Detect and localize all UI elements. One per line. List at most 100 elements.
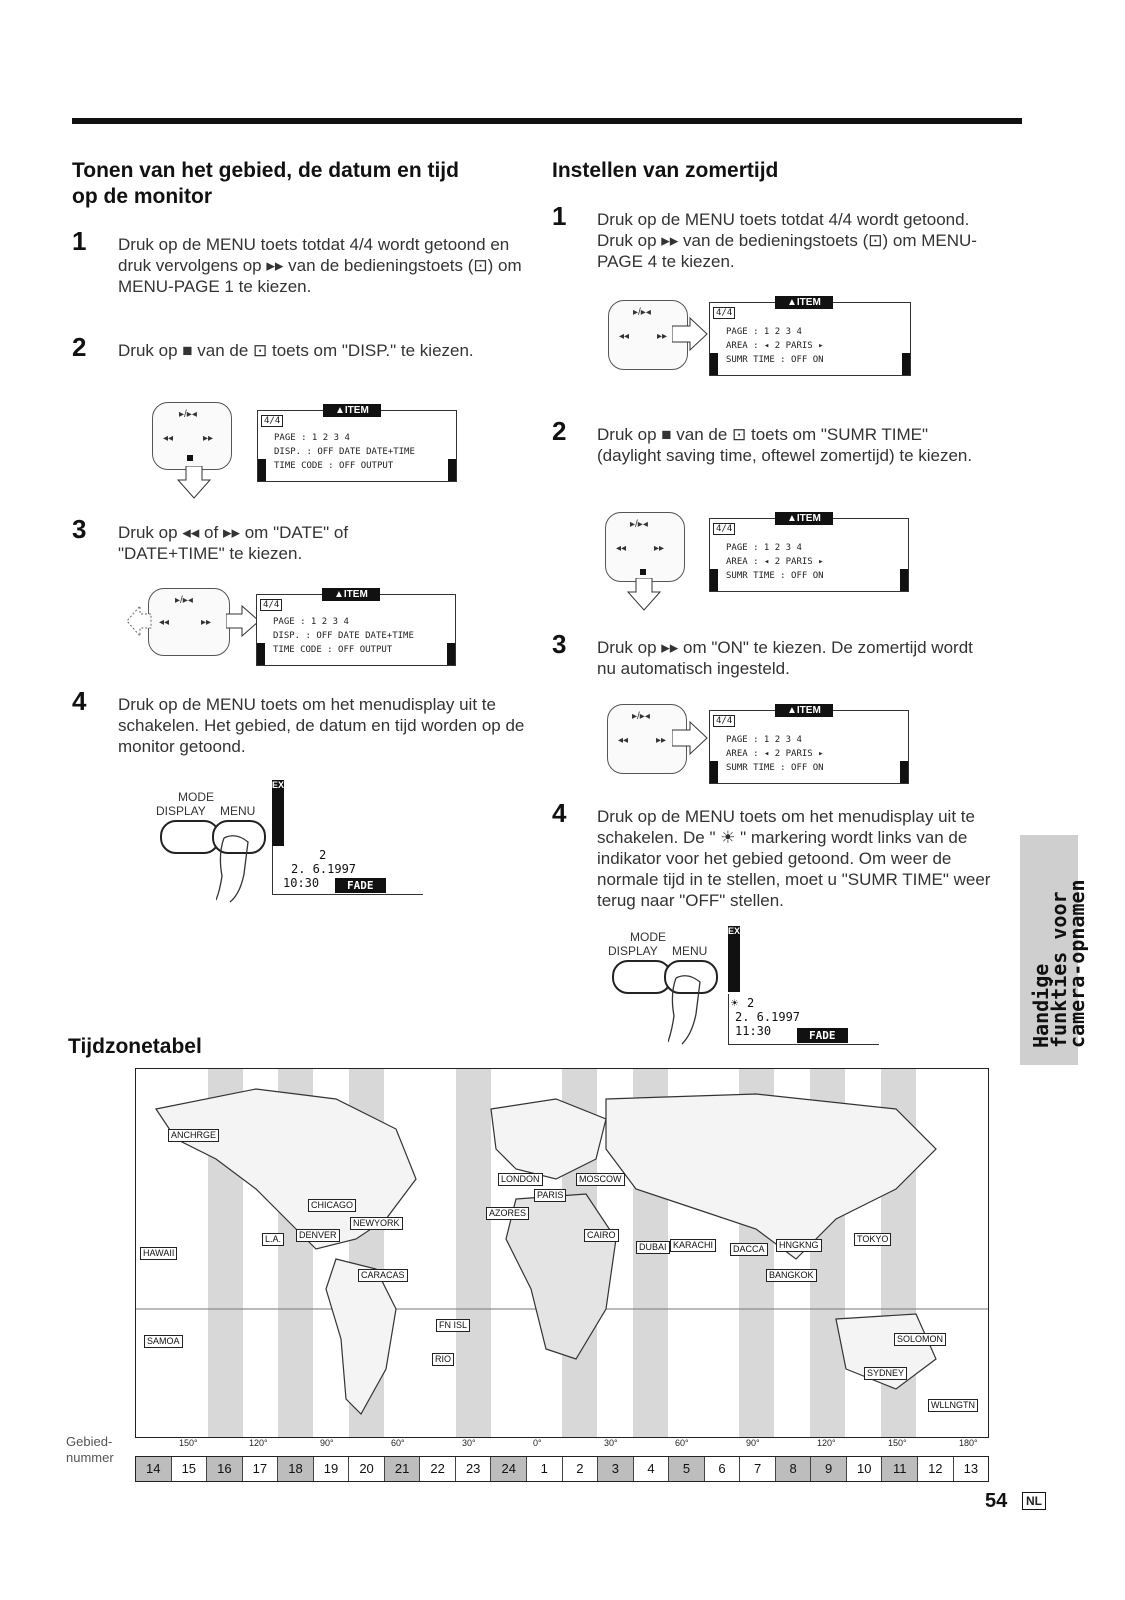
display-button[interactable] (612, 960, 672, 994)
city-label: CARACAS (358, 1269, 408, 1282)
osd-left-marker (710, 761, 718, 783)
city-label: SOLOMON (894, 1333, 947, 1346)
degree-label: 150° (179, 1438, 198, 1448)
menu-page-badge: 4/4 (713, 523, 736, 535)
zone-cell: 2 (563, 1457, 599, 1481)
osd-timecode-row: TIME CODE : OFF OUTPUT (273, 645, 393, 655)
zone-cell: 1 (527, 1457, 563, 1481)
degree-label: 30° (604, 1438, 618, 1448)
left-step-4-number: 4 (72, 686, 87, 716)
osd-menu-step2: ▲ITEM 4/4 PAGE : 1 2 3 4 DISP. : OFF DAT… (257, 404, 457, 482)
osd-area-row: AREA : ◂ 2 PARIS ▸ (726, 557, 824, 567)
area-number: 2 (747, 996, 755, 1010)
zone-cell: 6 (705, 1457, 741, 1481)
osd-menu-r2: ▲ITEM 4/4 PAGE : 1 2 3 4 AREA : ◂ 2 PARI… (709, 512, 909, 592)
right-step-1-number: 1 (552, 201, 567, 231)
left-step-1-number: 1 (72, 226, 87, 256)
osd-left-marker (258, 459, 266, 481)
city-label: PARIS (534, 1189, 567, 1202)
zone-cell: 8 (775, 1457, 812, 1481)
timezone-title: Tijdzonetabel (68, 1035, 202, 1058)
zone-cell: 16 (207, 1457, 243, 1481)
sidebar-tab (1020, 835, 1078, 1065)
area-label-line1: Gebied- (66, 1434, 113, 1449)
city-label: RIO (432, 1353, 455, 1366)
zone-cell: 9 (811, 1457, 847, 1481)
display-button[interactable] (160, 820, 220, 854)
down-arrow-icon (626, 578, 662, 611)
fastforward-icon: ▸▸ (201, 617, 212, 628)
city-label: HAWAII (140, 1247, 178, 1260)
osd-item-header: ▲ITEM (775, 296, 833, 309)
zone-cell: 21 (384, 1457, 421, 1481)
zone-cell: 7 (740, 1457, 776, 1481)
display-label: DISPLAY (608, 944, 658, 958)
zone-cell: 12 (918, 1457, 954, 1481)
rewind-icon: ◂◂ (618, 735, 629, 746)
osd-left-marker (710, 353, 718, 375)
right-step-4-text: Druk op de MENU toets om het menudisplay… (597, 807, 991, 910)
zone-cell: 11 (882, 1457, 919, 1481)
menu-page-badge: 4/4 (260, 599, 283, 611)
mode-label: MODE (630, 930, 666, 944)
zone-cell: 17 (243, 1457, 279, 1481)
zone-cell: 22 (420, 1457, 456, 1481)
rewind-icon: ◂◂ (163, 433, 174, 444)
left-title-line1: Tonen van het gebied, de datum en tijd (72, 159, 459, 182)
right-step-2-text: Druk op ■ van de ⊡ toets om "SUMR TIME" … (597, 425, 973, 465)
area-number-label: Gebied- nummer (66, 1434, 114, 1466)
osd-disp-row: DISP. : OFF DATE DATE+TIME (274, 447, 415, 457)
down-arrow-icon (176, 466, 212, 499)
osd-sumr-row: SUMR TIME : OFF ON (726, 571, 824, 581)
city-label: FN ISL (436, 1319, 471, 1332)
osd-page-row: PAGE : 1 2 3 4 (726, 327, 802, 337)
degree-label: 60° (675, 1438, 689, 1448)
degree-label: 60° (391, 1438, 405, 1448)
osd-timecode-row: TIME CODE : OFF OUTPUT (274, 461, 394, 471)
degree-label: 180° (959, 1438, 978, 1448)
date-display: 2. 6.1997 (291, 862, 357, 876)
stop-icon (640, 569, 646, 575)
control-pad-step3: ▸/▸◂ ◂◂ ▸▸ (148, 588, 230, 656)
city-label: TOKYO (854, 1233, 892, 1246)
map-graphic (136, 1069, 988, 1437)
play-pause-icon: ▸/▸◂ (632, 711, 650, 722)
city-label: ANCHRGE (168, 1129, 220, 1142)
osd-menu-step3: ▲ITEM 4/4 PAGE : 1 2 3 4 DISP. : OFF DAT… (256, 588, 456, 666)
left-title-line2: op de monitor (72, 185, 212, 208)
degree-scale: 150° 120° 90° 60° 30° 0° 30° 60° 90° 120… (135, 1434, 987, 1454)
fastforward-icon: ▸▸ (654, 543, 665, 554)
zone-cell: 10 (847, 1457, 883, 1481)
city-label: LONDON (498, 1173, 543, 1186)
degree-label: 120° (817, 1438, 836, 1448)
city-label: L.A. (262, 1233, 285, 1246)
world-map: ANCHRGE LONDON MOSCOW PARIS AZORES CHICA… (135, 1068, 989, 1438)
osd-right-marker (900, 569, 908, 591)
zone-cell: 24 (491, 1457, 528, 1481)
sidebar-line1: Handige funkties voor (1029, 891, 1071, 1048)
osd-page-row: PAGE : 1 2 3 4 (726, 543, 802, 553)
sun-icon: ☀ (731, 996, 739, 1010)
right-step-3-text: Druk op ▸▸ om "ON" te kiezen. De zomerti… (597, 638, 973, 678)
menu-page-badge: 4/4 (261, 415, 284, 427)
menu-page-badge: 4/4 (713, 715, 736, 727)
left-step-3-number: 3 (72, 514, 87, 544)
zone-cell: 20 (349, 1457, 385, 1481)
camera-display-right: MODE DISPLAY MENU EXTEND ☀ 2 2. 6.1997 1… (608, 926, 898, 1048)
osd-item-header: ▲ITEM (775, 512, 833, 525)
city-label: KARACHI (670, 1239, 717, 1252)
mode-label: MODE (178, 790, 214, 804)
right-arrow-icon (672, 720, 708, 756)
rewind-icon: ◂◂ (159, 617, 170, 628)
zone-cell: 14 (136, 1457, 172, 1481)
zone-cell: 23 (456, 1457, 492, 1481)
degree-label: 150° (888, 1438, 907, 1448)
fastforward-icon: ▸▸ (657, 331, 668, 342)
degree-label: 30° (462, 1438, 476, 1448)
fastforward-icon: ▸▸ (656, 735, 667, 746)
rewind-icon: ◂◂ (616, 543, 627, 554)
display-label: DISPLAY (156, 804, 206, 818)
left-step-1-text: Druk op de MENU toets totdat 4/4 wordt g… (118, 235, 522, 296)
city-label: AZORES (486, 1207, 530, 1220)
viewfinder-screen: 2 2. 6.1997 10:30 FADE (272, 846, 423, 895)
